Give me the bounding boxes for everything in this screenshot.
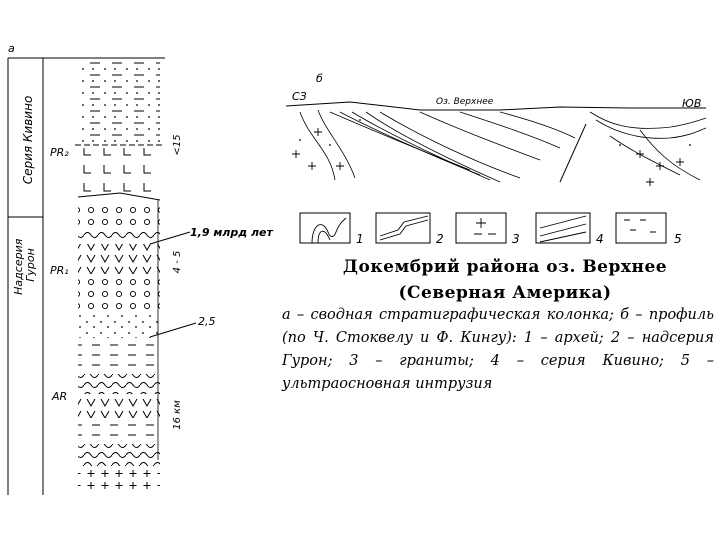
layer-boundary [78, 193, 160, 200]
layer-schist [78, 374, 160, 394]
legend-item-archean: 1 [300, 213, 364, 246]
figure-title: Докембрий района оз. Верхнее (Северная А… [300, 254, 710, 306]
legend-3-label: 3 [512, 232, 520, 246]
layer-archean-volcanic [78, 396, 160, 418]
series-huron-label: Надсерия Гурон [12, 235, 37, 295]
layer-conglomerate-2 [78, 276, 160, 310]
layer-folded [78, 228, 160, 242]
profile-nw-label: СЗ [292, 90, 307, 103]
profile-surface [286, 102, 706, 110]
era-pr2-label: PR₂ [50, 146, 69, 159]
profile-label-b: б [316, 72, 323, 85]
layer-shale [78, 340, 160, 372]
legend-item-granite: 3 [456, 213, 520, 246]
legend-item-kiwino: 4 [536, 213, 604, 246]
layer-lava [78, 148, 160, 192]
legend-item-ultrabasic: 5 [616, 213, 682, 246]
series-huron-line2: Гурон [24, 248, 37, 282]
layer-sandstone-2 [78, 312, 160, 338]
figure-title-line1: Докембрий района оз. Верхнее [300, 254, 710, 280]
profile-lake-label: Оз. Верхнее [436, 97, 494, 107]
era-pr1-label: PR₁ [50, 264, 69, 277]
legend: 1 2 3 4 5 [300, 213, 682, 246]
column-label-a: а [8, 42, 15, 55]
thickness-top-label: <15 [172, 134, 183, 155]
age-2-label: 2,5 [198, 315, 216, 328]
layer-archean-gneiss [78, 444, 160, 466]
layer-archean-granite [78, 468, 160, 492]
era-ar-label: AR [51, 390, 67, 403]
layer-sandstone [78, 62, 160, 144]
layer-volcanic [78, 244, 160, 274]
stratigraphic-column: а Серия Кивино Надсерия Гурон PR₂ PR₁ AR [8, 42, 273, 495]
layer-conglomerate [78, 203, 160, 227]
legend-item-huron: 2 [376, 213, 444, 246]
figure-caption: а – сводная стратиграфическая колонка; б… [282, 304, 714, 396]
legend-2-label: 2 [436, 232, 444, 246]
legend-4-label: 4 [596, 232, 604, 246]
legend-5-label: 5 [674, 232, 682, 246]
geological-profile: б СЗ ЮВ Оз. Верхнее [286, 72, 706, 186]
series-kiwino-label: Серия Кивино [21, 96, 35, 185]
figure-title-line2: (Северная Америка) [300, 280, 710, 306]
legend-1-label: 1 [356, 232, 364, 246]
thickness-bottom-label: 16 км [172, 400, 183, 430]
age-1-label: 1,9 млрд лет [190, 226, 273, 239]
thickness-mid-label: 4 - 5 [172, 251, 183, 274]
layer-archean-sediments [78, 420, 160, 442]
